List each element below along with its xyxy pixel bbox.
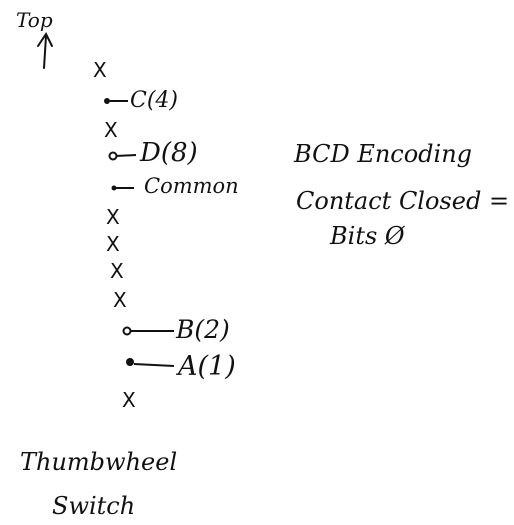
pin-common-lead [111, 185, 134, 191]
unused-pin-mark: X [110, 259, 124, 283]
note-bits: Bits Ø [330, 222, 405, 250]
caption-thumbwheel: Thumbwheel [20, 448, 178, 476]
pin-b-lead [122, 326, 174, 336]
up-arrow-icon [37, 32, 53, 69]
pin-c-label: C(4) [130, 88, 178, 113]
caption-switch: Switch [52, 492, 136, 520]
pin-b-label: B(2) [176, 315, 230, 344]
note-contact-closed: Contact Closed = [296, 187, 510, 215]
pin-c-lead [104, 98, 128, 104]
unused-pin-mark: X [104, 118, 118, 142]
unused-pin-mark: X [113, 288, 127, 312]
pin-d-label: D(8) [140, 138, 198, 168]
unused-pin-mark: X [106, 232, 120, 256]
note-bcd-encoding: BCD Encoding [294, 140, 473, 168]
top-label: Top [16, 8, 53, 32]
unused-pin-mark: X [106, 205, 120, 229]
pin-d-lead [108, 151, 137, 161]
pin-a-lead [126, 358, 175, 367]
unused-pin-mark: X [122, 388, 136, 412]
pin-common-label: Common [144, 174, 239, 198]
unused-pin-mark: X [93, 58, 107, 82]
pin-a-label: A(1) [178, 351, 236, 382]
